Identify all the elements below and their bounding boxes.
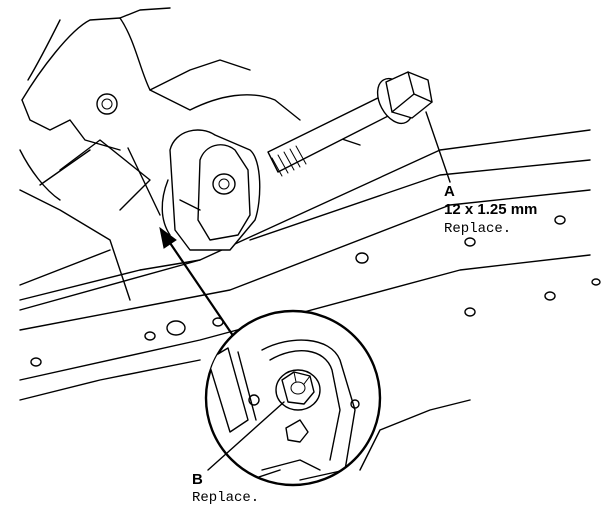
callout-a: A 12 x 1.25 mm Replace. bbox=[444, 183, 537, 237]
callout-b-letter: B bbox=[192, 471, 203, 488]
detail-view-circle bbox=[204, 309, 382, 487]
mounting-nut bbox=[96, 93, 118, 115]
callout-a-letter: A bbox=[444, 183, 455, 200]
callout-a-spec: 12 x 1.25 mm bbox=[444, 201, 537, 218]
callout-b-note: Replace. bbox=[192, 490, 259, 506]
trailing-arm-bracket bbox=[161, 129, 261, 251]
detail-arrow bbox=[127, 147, 238, 342]
callout-a-note: Replace. bbox=[444, 221, 511, 237]
callout-b: B Replace. bbox=[192, 471, 259, 506]
nut-b bbox=[275, 369, 321, 411]
vehicle-body-structure bbox=[19, 7, 601, 471]
leader-line-a bbox=[425, 111, 451, 183]
bolt-a bbox=[267, 71, 433, 177]
leader-line-b bbox=[207, 401, 285, 471]
